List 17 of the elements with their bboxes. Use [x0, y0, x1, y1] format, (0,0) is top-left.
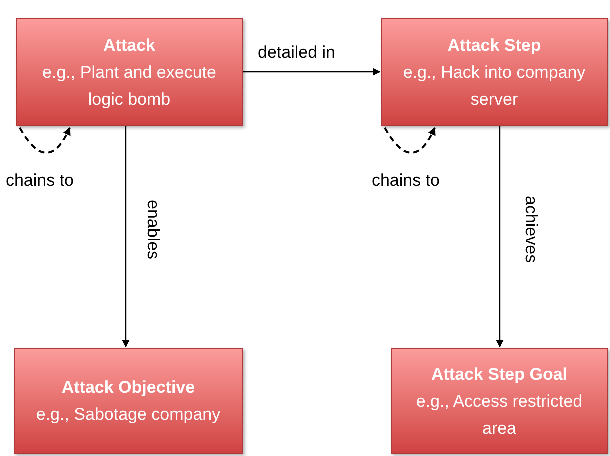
arrow — [122, 126, 130, 348]
box-example: e.g., Plant and execute logic bomb — [42, 62, 218, 110]
process-box — [381, 18, 608, 126]
dashed-loop-arrow — [384, 127, 436, 154]
box-title: Attack Step Goal — [431, 364, 568, 386]
arrow — [496, 126, 504, 348]
process-box — [391, 348, 608, 454]
dashed-loop-arrow — [19, 127, 71, 154]
box-example: e.g., Sabotage company — [36, 404, 221, 426]
arrow — [243, 68, 381, 76]
box-example: e.g., Hack into company server — [402, 62, 587, 110]
box-title: Attack — [104, 34, 156, 56]
process-box — [14, 348, 243, 454]
box-example: e.g., Access restricted area — [415, 390, 584, 440]
process-box — [16, 18, 243, 126]
box-title: Attack Objective — [62, 377, 196, 399]
box-title: Attack Step — [448, 34, 542, 56]
